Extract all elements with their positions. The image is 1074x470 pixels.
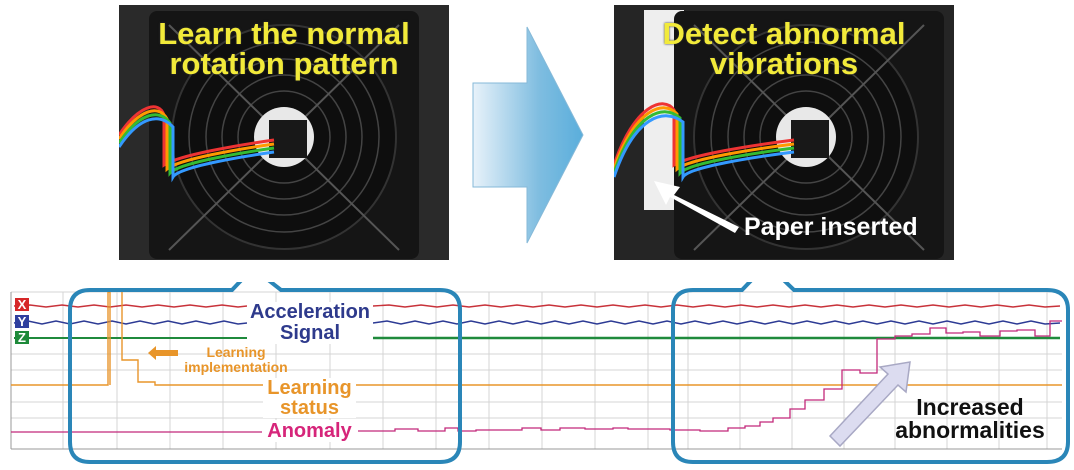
normal-fan-photo: Learn the normal rotation pattern	[119, 5, 449, 260]
left-title-line2: rotation pattern	[169, 46, 399, 81]
abnormal-fan-photo: Detect abnormal vibrations Paper inserte…	[614, 5, 954, 260]
acceleration-signal-label: Acceleration Signal	[247, 302, 373, 344]
accel-x-line	[13, 304, 248, 308]
left-photo-title: Learn the normal rotation pattern	[119, 16, 449, 81]
acceleration-line1: Acceleration	[249, 301, 371, 323]
right-callout-border	[671, 282, 1070, 464]
left-title-line1: Learn the normal	[158, 16, 410, 51]
axis-x-badge: X	[15, 298, 29, 311]
learning-status-line2: status	[280, 397, 339, 419]
learning-implementation-label: Learning implementation	[178, 345, 294, 375]
axis-z-badge: Z	[15, 331, 29, 344]
left-callout-border	[68, 282, 462, 464]
fan-illustration	[119, 5, 449, 260]
learning-status-label: Learning status	[263, 378, 356, 418]
acceleration-line2: Signal	[279, 322, 340, 344]
paper-inserted-label: Paper inserted	[744, 213, 918, 241]
pointer-arrow-icon	[654, 181, 739, 233]
learning-status-line1: Learning	[267, 377, 352, 399]
anomaly-label: Anomaly	[263, 420, 356, 442]
increased-line1: Increased	[916, 394, 1024, 420]
axis-y-badge: Y	[15, 315, 29, 328]
learning-impl-line1: Learning	[206, 344, 266, 360]
right-photo-title: Detect abnormal vibrations	[614, 16, 954, 81]
chart-plot	[10, 282, 1070, 464]
right-title-line2: vibrations	[709, 46, 859, 81]
increased-line2: abnormalities	[895, 417, 1045, 443]
accel-y-line	[13, 320, 248, 325]
increased-abnormalities-label: Increased abnormalities	[880, 396, 1060, 442]
learning-impl-line2: implementation	[184, 359, 288, 375]
arrow-up-right-icon	[828, 361, 911, 448]
arrow-right-icon	[472, 26, 584, 244]
right-title-line1: Detect abnormal	[662, 16, 906, 51]
sensor-chart: X Y Z Acceleration Signal Learning imple…	[0, 282, 1074, 470]
arrow-left-icon	[148, 346, 178, 360]
fan-with-paper-illustration	[614, 5, 954, 260]
